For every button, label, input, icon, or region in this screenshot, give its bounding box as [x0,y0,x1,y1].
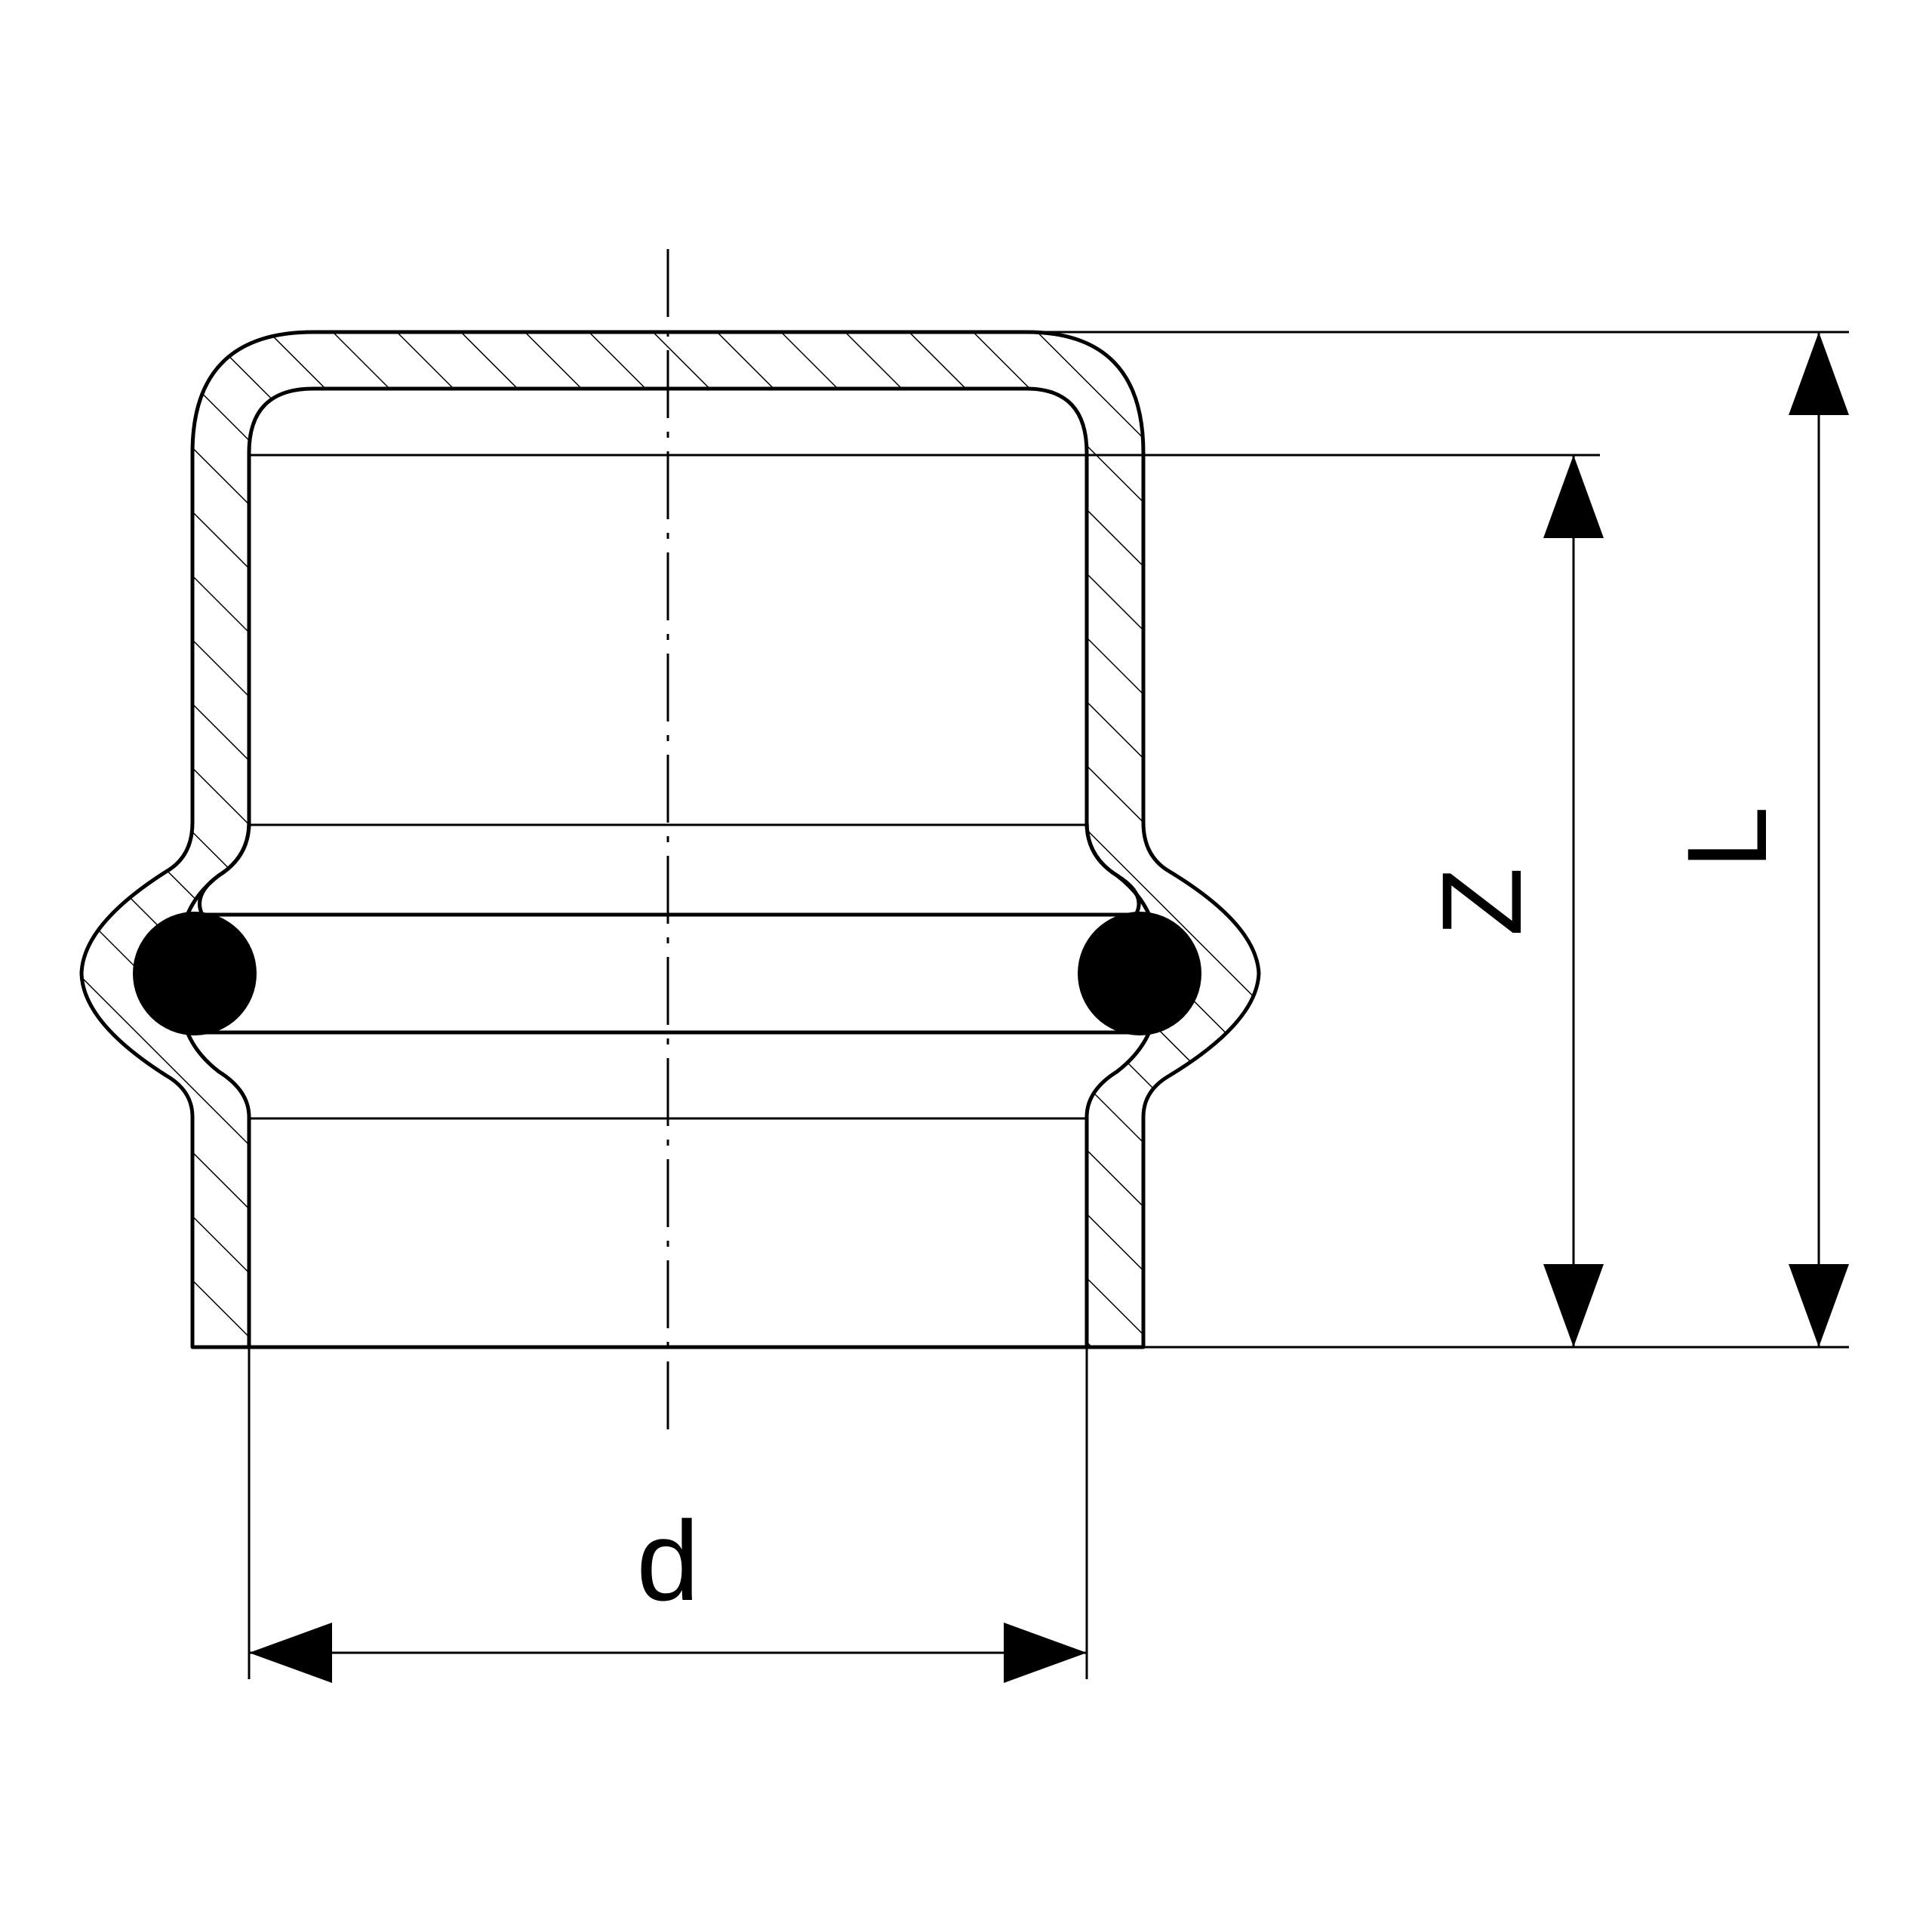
o-ring-seal-right [1078,912,1201,1035]
o-ring-seal-left [133,912,257,1035]
arrow-d-right [1004,1623,1087,1683]
dimension-label-z: Z [1418,867,1545,937]
inner-groove-left [198,822,251,916]
arrow-l-top [1789,332,1849,415]
cap-wall-section [79,330,1261,1349]
arrow-z-top [1543,455,1604,538]
dimension-label-l: L [1663,806,1790,869]
arrow-d-left [249,1623,332,1683]
arrow-z-bottom [1543,1264,1604,1347]
inner-groove-right [1084,822,1141,916]
dimension-label-d: d [636,1497,699,1624]
arrow-l-bottom [1789,1264,1849,1347]
